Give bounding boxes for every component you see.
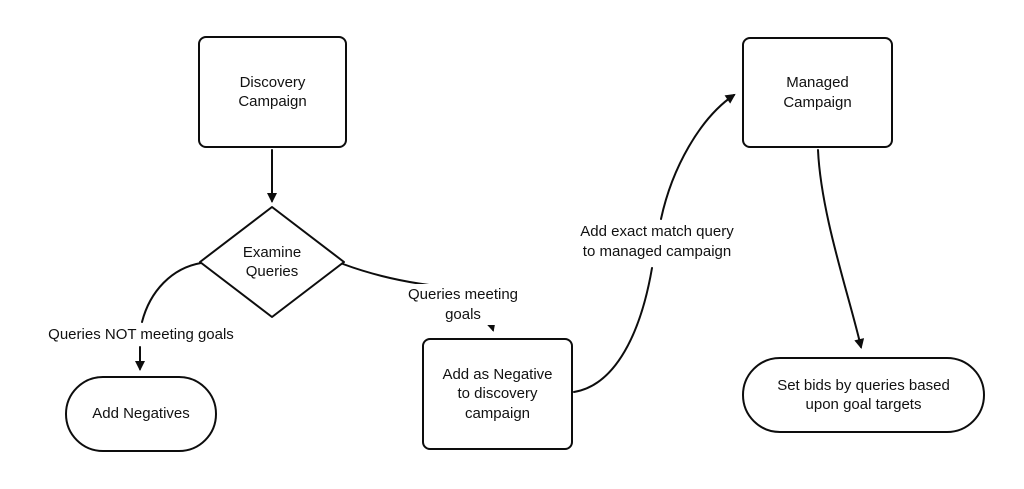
node-add-as-negative-to-discovery: Add as Negative to discovery campaign [422,338,573,450]
edge-examine-to-not-meeting-label [141,262,202,323]
edge-managed-to-set-bids [817,149,865,349]
node-discovery-campaign: Discovery Campaign [198,36,347,148]
edge-add-as-negative-to-exact-match-label [573,267,653,393]
node-examine-queries-label: Examine Queries [242,243,302,280]
node-managed-campaign: Managed Campaign [742,37,893,148]
edge-label-add-exact-match-query: Add exact match query to managed campaig… [557,221,757,262]
node-set-bids-by-queries: Set bids by queries based upon goal targ… [742,357,985,433]
edge-label-queries-not-meeting-goals: Queries NOT meeting goals [34,324,248,346]
edge-exact-match-label-to-managed [660,93,736,220]
node-add-negatives: Add Negatives [65,376,217,452]
edge-label-queries-meeting-goals: Queries meeting goals [388,284,538,325]
examine-queries-diamond-shape [199,206,345,318]
